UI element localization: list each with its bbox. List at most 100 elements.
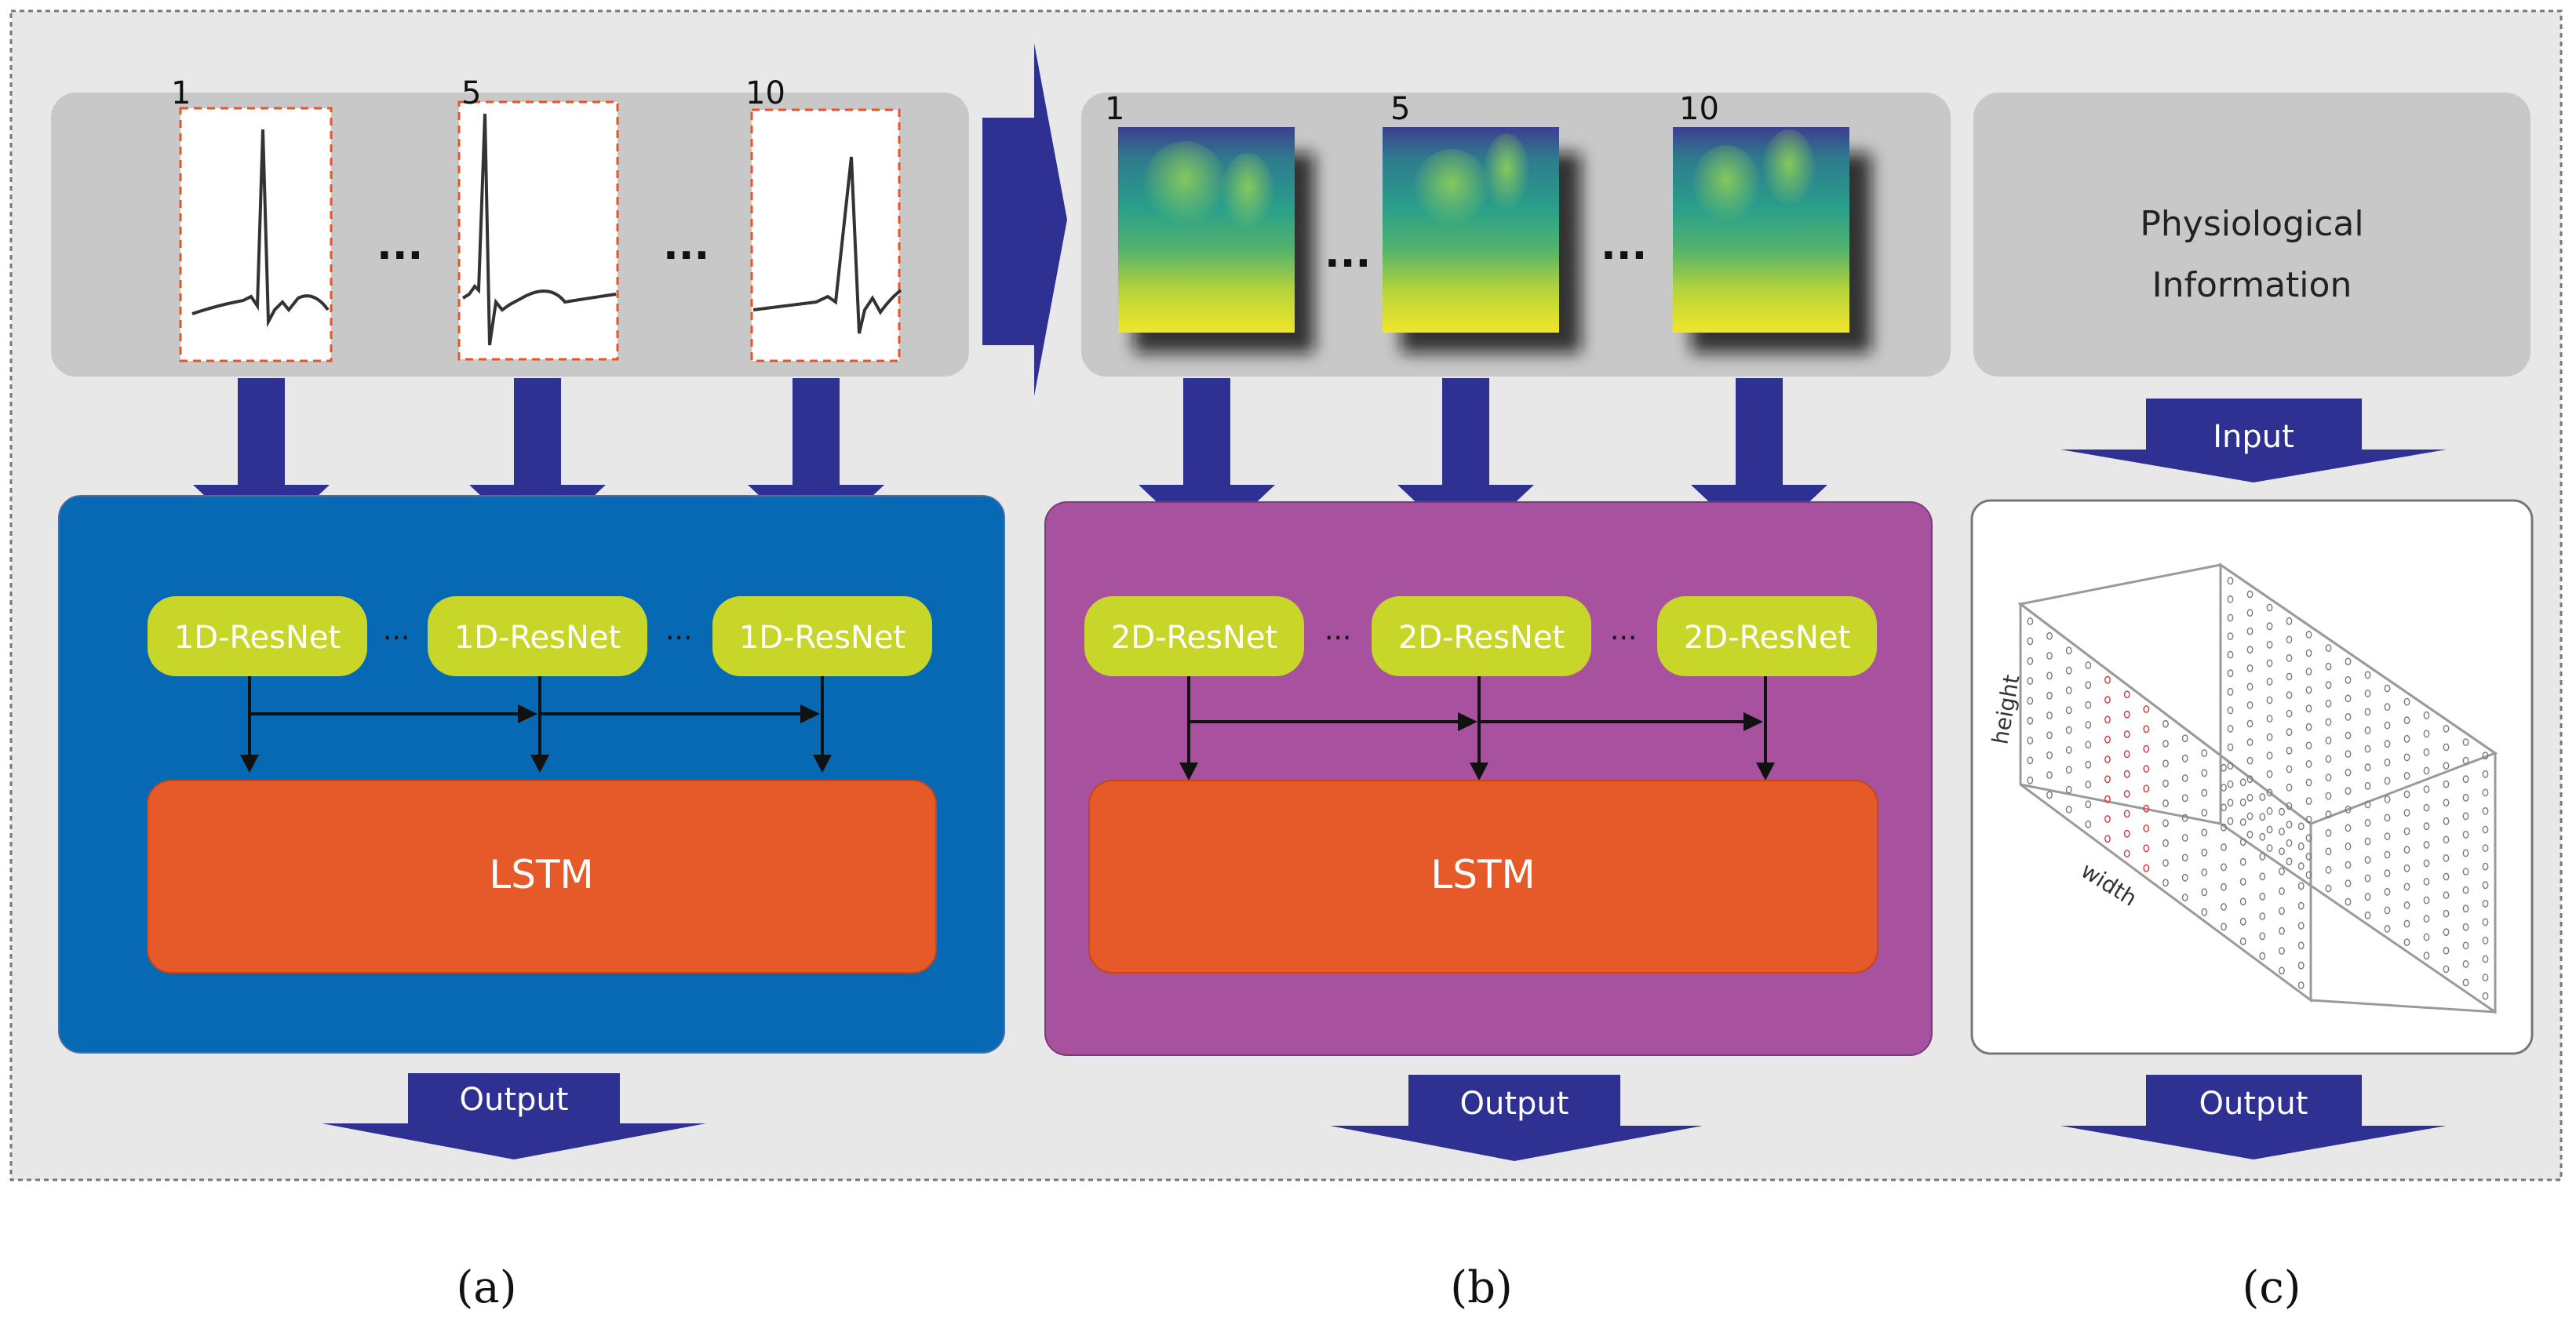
tensor-dot <box>2462 960 2469 968</box>
tensor-dot <box>2259 832 2266 841</box>
tensor-dot <box>2364 856 2371 865</box>
tensor-dot <box>2443 909 2450 918</box>
tensor-dot <box>2143 804 2150 813</box>
tensor-dot <box>2246 646 2254 654</box>
tensor-dot <box>2482 937 2489 945</box>
tensor-dot <box>2239 857 2246 866</box>
tensor-dot <box>2181 894 2188 901</box>
tensor-dot <box>2085 701 2092 709</box>
tensor-dot <box>2482 955 2489 963</box>
tensor-dot <box>2123 770 2130 778</box>
tensor-dot <box>2227 595 2234 603</box>
tensor-dot <box>2364 763 2371 772</box>
tensor-dot <box>2239 878 2246 886</box>
tensor-dot <box>2325 866 2332 874</box>
tensor-dot <box>2297 961 2305 970</box>
tensor-dot <box>2104 755 2111 763</box>
transform-arrow-icon <box>982 43 1067 396</box>
tensor-dot <box>2462 756 2469 765</box>
tensor-dot <box>2266 603 2273 612</box>
tensor-dot <box>2027 677 2034 685</box>
tensor-dot <box>2027 657 2034 665</box>
tensor-dot <box>2227 669 2234 678</box>
frame-number: 10 <box>745 75 785 111</box>
tensor-dot <box>2181 814 2188 822</box>
tensor-dot <box>2403 901 2410 909</box>
tensor-dot <box>2143 784 2150 793</box>
tensor-dot <box>2462 831 2469 839</box>
tensor-dot <box>2384 906 2391 915</box>
tensor-dot <box>2345 675 2352 684</box>
tensor-dot <box>2286 784 2293 792</box>
physio-info-line2: Information <box>2152 265 2352 305</box>
tensor-dot <box>2201 749 2208 757</box>
tensor-dot <box>2221 784 2227 792</box>
tensor-dot <box>2305 852 2312 861</box>
tensor-dot <box>2364 781 2371 790</box>
tensor-dot <box>2305 797 2312 805</box>
tensor-dot <box>2046 672 2053 680</box>
tensor-dot <box>2181 774 2188 782</box>
tensor-dot <box>2482 862 2489 871</box>
tensor-dot <box>2143 765 2150 773</box>
tensor-dot <box>2046 652 2053 660</box>
tensor-dot <box>2423 748 2430 756</box>
tensor-dot <box>2325 681 2332 690</box>
tensor-dot <box>2246 683 2254 691</box>
tensor-dot <box>2403 734 2410 743</box>
spectrogram-texture <box>1762 129 1816 216</box>
tensor-dot <box>2246 627 2254 635</box>
tensor-dot <box>2227 780 2234 788</box>
tensor-dot <box>2403 919 2410 928</box>
tensor-dot <box>2482 770 2489 778</box>
tensor-dot <box>2181 794 2188 803</box>
tensor-dot <box>2246 590 2254 599</box>
spectrogram-image <box>1673 127 1849 333</box>
tensor-dot <box>2239 798 2246 806</box>
tensor-dot <box>2246 701 2254 709</box>
tensor-dot <box>2259 813 2266 821</box>
spectrogram-1 <box>1118 127 1314 353</box>
tensor-dot <box>2286 691 2293 699</box>
tensor-dot <box>2266 788 2273 797</box>
caption-c: (c) <box>2242 1262 2301 1313</box>
tensor-dot <box>2123 810 2130 818</box>
tensor-dot <box>2143 844 2150 853</box>
tensor-dot <box>2246 756 2254 765</box>
tensor-dot <box>2266 844 2273 853</box>
tensor-dot <box>2065 726 2072 734</box>
tensor-dot <box>2027 697 2034 705</box>
tensor-dot <box>2443 891 2450 900</box>
tensor-dot <box>2181 854 2188 862</box>
tensor-dot <box>2266 622 2273 631</box>
tensor-dot <box>2423 933 2430 941</box>
tensor-dot <box>2065 686 2072 694</box>
tensor-dot <box>2305 723 2312 731</box>
tensor-dot <box>2345 824 2352 832</box>
tensor-dot <box>2123 850 2130 857</box>
tensor-dot <box>2345 843 2352 850</box>
tensor-dot <box>2279 807 2285 816</box>
tensor-dot <box>2085 741 2092 749</box>
tensor-dot <box>2364 690 2371 697</box>
tensor-dot <box>2065 785 2072 794</box>
spectrogram-5 <box>1383 127 1581 353</box>
ecg-waveform <box>191 129 330 328</box>
tensor-dot <box>2482 918 2489 926</box>
tensor-dot <box>2246 793 2254 802</box>
output-label: Output <box>2199 1086 2308 1122</box>
tensor-dot <box>2462 923 2469 931</box>
tensor-dot <box>2279 847 2285 856</box>
tensor-dot <box>2227 613 2234 622</box>
tensor-dot <box>2266 659 2273 668</box>
tensor-dot <box>2143 705 2150 713</box>
tensor-dot <box>2065 806 2072 814</box>
tensor-dot <box>2345 731 2352 740</box>
tensor-dot <box>2046 632 2053 640</box>
tensor-dot <box>2482 807 2489 815</box>
tensor-dot <box>2259 952 2266 960</box>
tensor-dot <box>2443 817 2450 825</box>
tensor-dot <box>2384 814 2391 822</box>
tensor-dot <box>2345 787 2352 795</box>
tensor-dot <box>2286 839 2293 847</box>
